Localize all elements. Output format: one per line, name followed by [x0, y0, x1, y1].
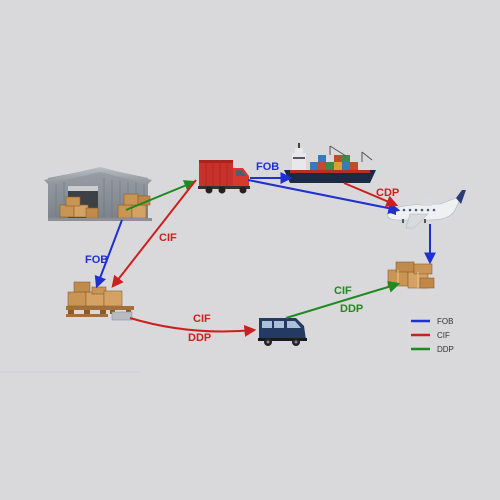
arrow-van-to-destination-ddp	[285, 281, 401, 319]
legend-item-cif: CIF	[411, 331, 450, 340]
label-fob-truck-ship: FOB	[256, 161, 279, 173]
legend-label-ddp: DDP	[437, 345, 454, 354]
arrow-pallet-to-van-cif	[129, 317, 257, 337]
arrow-warehouse-to-pallet-fob	[94, 219, 123, 289]
boxes-on-pallet-icon	[66, 281, 134, 321]
legend-label-fob: FOB	[437, 317, 453, 326]
legend-item-fob: FOB	[411, 317, 453, 326]
label-cif-van-destination: CIF	[334, 285, 352, 297]
delivery-van-icon	[258, 318, 307, 346]
label-ddp-van-destination: DDP	[340, 303, 363, 315]
warehouse-icon	[44, 167, 152, 221]
legend-label-cif: CIF	[437, 331, 450, 340]
label-ddp-pallet-van: DDP	[188, 332, 211, 344]
airplane-icon	[387, 190, 466, 229]
legend: FOB CIF DDP	[411, 317, 454, 354]
truck-icon	[198, 160, 250, 194]
label-cif-warehouse-truck: CIF	[159, 232, 177, 244]
label-fob-warehouse-pallet: FOB	[85, 254, 108, 266]
arrow-truck-to-pallet-cif	[111, 179, 197, 288]
arrow-warehouse-to-truck-ddp	[125, 180, 197, 211]
legend-item-ddp: DDP	[411, 345, 454, 354]
label-cif-pallet-van: CIF	[193, 313, 211, 325]
cargo-ship-icon	[284, 143, 376, 183]
arrow-truck-to-plane-fob	[247, 179, 401, 215]
arrow-ship-to-plane-cdp	[343, 182, 399, 207]
label-cdp-ship-plane: CDP	[376, 187, 399, 199]
